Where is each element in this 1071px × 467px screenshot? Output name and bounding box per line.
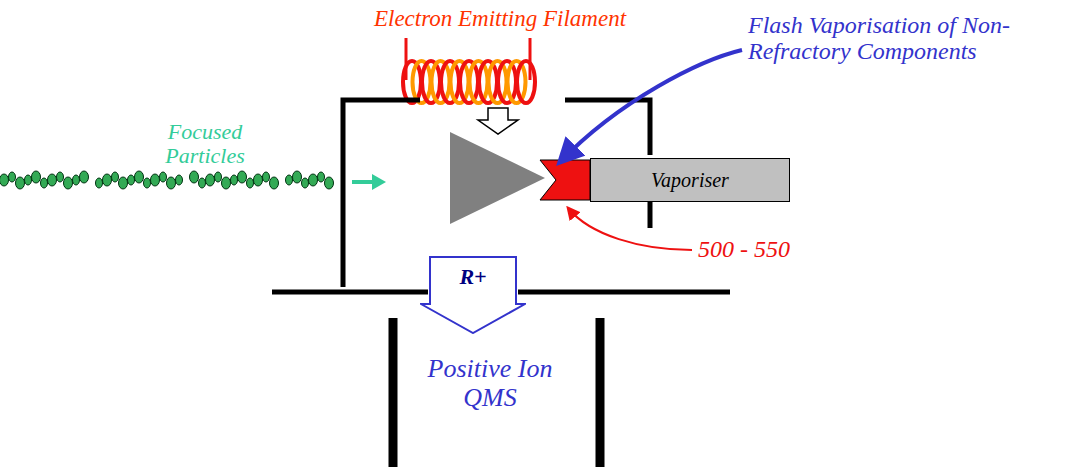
- particle: [231, 175, 238, 185]
- beam-arrow: [352, 174, 386, 190]
- particle: [80, 171, 89, 183]
- particle: [103, 174, 112, 186]
- particle: [270, 177, 279, 189]
- particle: [293, 171, 302, 183]
- vaporiser-tip: [540, 160, 590, 200]
- particle: [254, 174, 263, 186]
- node-text: Vaporiser: [651, 169, 729, 192]
- electron-arrow: [478, 108, 518, 134]
- particle: [25, 175, 32, 185]
- particle: [64, 177, 73, 189]
- vaporiser-box: Vaporiser: [590, 158, 790, 202]
- particle: [112, 172, 119, 182]
- leader-arrow: [568, 208, 692, 250]
- particle: [318, 172, 325, 182]
- ion-plate: [518, 290, 730, 295]
- particle: [160, 172, 167, 182]
- qms-wall: [596, 318, 605, 467]
- qms-wall: [389, 318, 398, 467]
- particle: [263, 172, 270, 182]
- coil-winding: [517, 61, 535, 103]
- particle: [325, 177, 334, 189]
- beam-label: Focused Particles: [150, 120, 260, 168]
- node-text: R+: [459, 264, 486, 290]
- particle: [167, 177, 176, 189]
- chamber-wall: [343, 100, 420, 287]
- qms-label: Positive Ion QMS: [420, 355, 560, 412]
- particle: [16, 177, 25, 189]
- particle: [48, 174, 57, 186]
- vaporiser-cone: [450, 132, 545, 224]
- process-label: Flash Vaporisation of Non-Refractory Com…: [748, 12, 1066, 65]
- filament-label: Electron Emitting Filament: [350, 6, 650, 31]
- particle: [151, 174, 160, 186]
- leader-arrow: [560, 50, 742, 162]
- temperature-label: 500 - 550: [698, 236, 818, 262]
- particle: [247, 178, 254, 188]
- ion-plate: [272, 290, 428, 295]
- particle: [144, 178, 151, 188]
- filament-coil: [403, 61, 535, 103]
- chamber-wall: [648, 202, 653, 228]
- ion-arrow-shape: [421, 257, 525, 333]
- particle: [176, 175, 183, 185]
- particle: [238, 171, 247, 183]
- particle: [73, 175, 80, 185]
- particle: [57, 172, 64, 182]
- ion-arrow: R+: [420, 256, 526, 334]
- particle: [135, 171, 144, 183]
- particle: [9, 172, 16, 182]
- particle: [190, 171, 199, 183]
- particle: [286, 175, 293, 185]
- particle: [206, 174, 215, 186]
- particle: [32, 171, 41, 183]
- particle: [0, 174, 9, 186]
- particle: [309, 174, 318, 186]
- filament-lead: [529, 38, 532, 80]
- particle: [215, 172, 222, 182]
- particle: [302, 178, 309, 188]
- particle: [222, 177, 231, 189]
- particle: [199, 178, 206, 188]
- particle: [119, 177, 128, 189]
- particle: [41, 178, 48, 188]
- particle-beam: [0, 171, 334, 189]
- particle: [128, 175, 135, 185]
- particle: [96, 178, 103, 188]
